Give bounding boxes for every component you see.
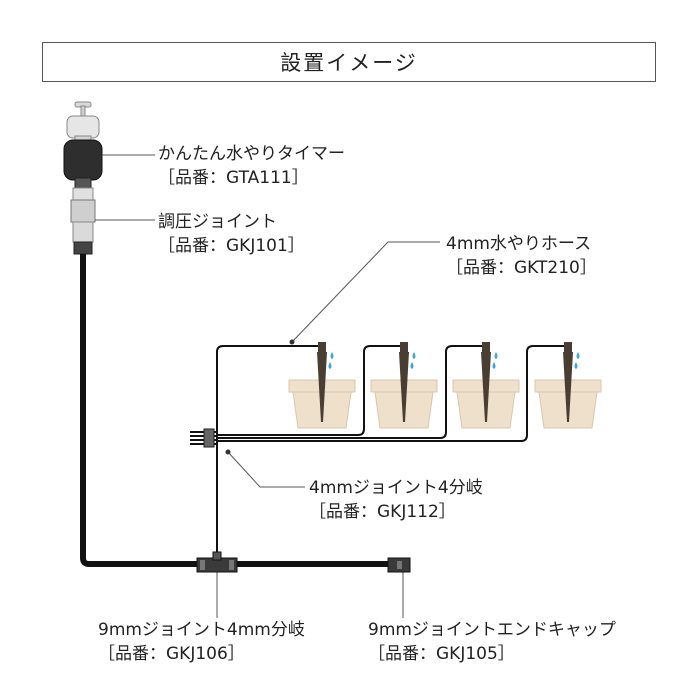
4mm-4way-splitter-icon <box>203 428 215 448</box>
title-box: 設置イメージ <box>42 42 656 82</box>
hose-code: ［品番：GKT210］ <box>446 258 597 278</box>
splitter4-leader-line <box>227 451 305 488</box>
regulator-joint-icon <box>70 187 96 255</box>
splitter4-label: 4mmジョイント4分岐 ［品番：GKJ112］ <box>309 476 483 524</box>
hose-leader-line <box>291 241 440 343</box>
drip-stakes <box>317 342 573 422</box>
regulator-label: 調圧ジョイント ［品番：GKJ101］ <box>158 210 305 258</box>
hose-label: 4mm水やりホース ［品番：GKT210］ <box>446 232 597 280</box>
page-title: 設置イメージ <box>280 51 418 75</box>
main-9mm-hose <box>80 254 395 567</box>
faucet-icon <box>66 101 100 145</box>
timer-label: かんたん水やりタイマー ［品番：GTA111］ <box>158 142 345 190</box>
splitter4-name: 4mmジョイント4分岐 <box>309 478 483 498</box>
9mm-end-cap-icon <box>387 557 411 573</box>
splitter4-code: ［品番：GKJ112］ <box>309 502 456 522</box>
splitter4-leader-dot <box>225 449 231 455</box>
endcap-name: 9mmジョイントエンドキャップ <box>368 620 616 640</box>
timer-name: かんたん水やりタイマー <box>158 144 345 164</box>
branch-label: 9mmジョイント4mm分岐 ［品番：GKJ106］ <box>98 618 305 666</box>
4mm-hose-lines <box>190 345 566 560</box>
hose-name: 4mm水やりホース <box>446 234 592 254</box>
timer-icon <box>63 139 103 189</box>
timer-code: ［品番：GTA111］ <box>158 168 309 188</box>
regulator-code: ［品番：GKJ101］ <box>158 236 305 256</box>
water-drop-icons <box>328 352 580 369</box>
endcap-code: ［品番：GKJ105］ <box>368 644 515 664</box>
endcap-label: 9mmジョイントエンドキャップ ［品番：GKJ105］ <box>368 618 616 666</box>
branch-name: 9mmジョイント4mm分岐 <box>98 620 305 640</box>
hose-leader-dot <box>289 339 295 345</box>
regulator-name: 調圧ジョイント <box>158 212 277 232</box>
branch-code: ［品番：GKJ106］ <box>98 644 245 664</box>
9mm-4mm-branch-joint-icon <box>196 551 238 573</box>
